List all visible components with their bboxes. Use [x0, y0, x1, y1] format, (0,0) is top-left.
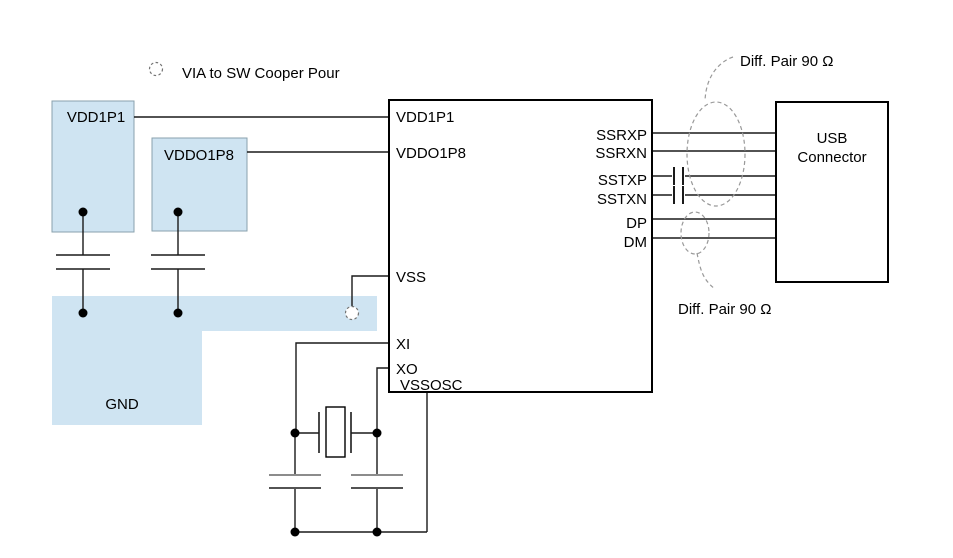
ic-pin-xi: XI [396, 336, 410, 353]
junction-dot [173, 308, 183, 318]
diff-pair-label-top: Diff. Pair 90 Ω [740, 53, 833, 70]
via-legend-icon [148, 61, 164, 77]
ic-pin-dp: DP [626, 215, 647, 232]
crystal-circuit [269, 406, 403, 489]
copper-pours [51, 100, 377, 425]
vss-via-icon [344, 305, 360, 321]
ic-pin-ssrxp: SSRXP [596, 127, 647, 144]
wires [82, 116, 776, 533]
ic-pin-sstxn: SSTXN [597, 191, 647, 208]
ic-pin-xo: XO [396, 361, 418, 378]
junction-dot [290, 428, 300, 438]
main-ic-block: VDD1P1 VDDO1P8 VSS XI XO VSSOSC SSRXP SS… [388, 99, 653, 394]
ic-pin-vss: VSS [396, 269, 426, 286]
wire-xo [376, 367, 389, 433]
series-capacitors [673, 167, 684, 204]
cap-sstxp-bars [673, 167, 684, 185]
vddo1p8-plane-label: VDDO1P8 [164, 147, 234, 164]
junction-dot [372, 428, 382, 438]
junction-dots [78, 207, 382, 537]
vdd1p1-plane-label: VDD1P1 [67, 109, 125, 126]
diff-pair-ellipse-superspeed [686, 101, 746, 207]
diff-pair-leader-top [704, 56, 734, 102]
diff-pair-ellipse-dpdm [680, 211, 710, 255]
cap-vdd1p1-plates [56, 254, 110, 270]
usb-connector-label-line2: Connector [797, 149, 866, 166]
ic-pin-dm: DM [624, 234, 647, 251]
via-legend-label: VIA to SW Cooper Pour [182, 65, 340, 82]
diff-pair-leader-bottom [696, 252, 716, 290]
junction-dot [78, 207, 88, 217]
ic-pin-sstxp: SSTXP [598, 172, 647, 189]
vddo1p8-plane [151, 137, 248, 232]
diff-pair-annotations: Diff. Pair 90 Ω Diff. Pair 90 Ω [678, 53, 833, 318]
ic-pin-vdd1p1: VDD1P1 [396, 109, 454, 126]
usb-connector-label-line1: USB [817, 130, 848, 147]
cap-sstxn-bars [673, 186, 684, 204]
usb-connector-block: USB Connector [775, 101, 889, 283]
decoupling-capacitors [56, 254, 205, 270]
cap-vddo1p8-plates [151, 254, 205, 270]
junction-dot [372, 527, 382, 537]
ic-pin-ssrxn: SSRXN [595, 145, 647, 162]
wire-xi [295, 342, 389, 433]
legend: VIA to SW Cooper Pour [148, 61, 340, 82]
diff-pair-label-bottom: Diff. Pair 90 Ω [678, 301, 771, 318]
crystal-body [325, 406, 346, 458]
wire-vss-to-via [351, 275, 389, 306]
ic-outline [388, 99, 653, 393]
vdd1p1-plane [51, 100, 135, 233]
usb-connector-outline [775, 101, 889, 283]
junction-dot [78, 308, 88, 318]
ic-pin-vssosc: VSSOSC [400, 377, 463, 394]
gnd-plane-label: GND [105, 396, 139, 413]
ic-pin-vddo1p8: VDDO1P8 [396, 145, 466, 162]
gnd-plane [52, 296, 377, 425]
junction-dot [173, 207, 183, 217]
junction-dot [290, 527, 300, 537]
